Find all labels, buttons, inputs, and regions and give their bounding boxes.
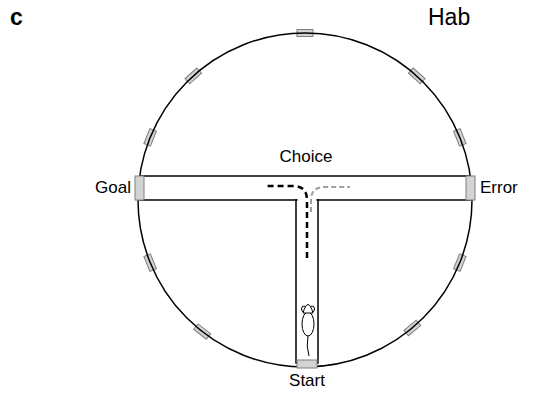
arena-outline (138, 33, 472, 367)
correct-path (266, 186, 307, 258)
panel-letter: c (10, 6, 23, 29)
goal-door (135, 176, 144, 200)
start-label: Start (289, 372, 325, 389)
junction-gap (298, 198, 317, 202)
error-path (311, 187, 350, 212)
mouse-figure (302, 305, 315, 357)
error-label: Error (480, 179, 518, 196)
choice-arm (140, 176, 470, 200)
error-door (466, 176, 475, 200)
start-door (297, 360, 317, 368)
goal-label: Goal (95, 179, 131, 196)
choice-label: Choice (280, 148, 333, 165)
panel-title: Hab (428, 6, 470, 29)
